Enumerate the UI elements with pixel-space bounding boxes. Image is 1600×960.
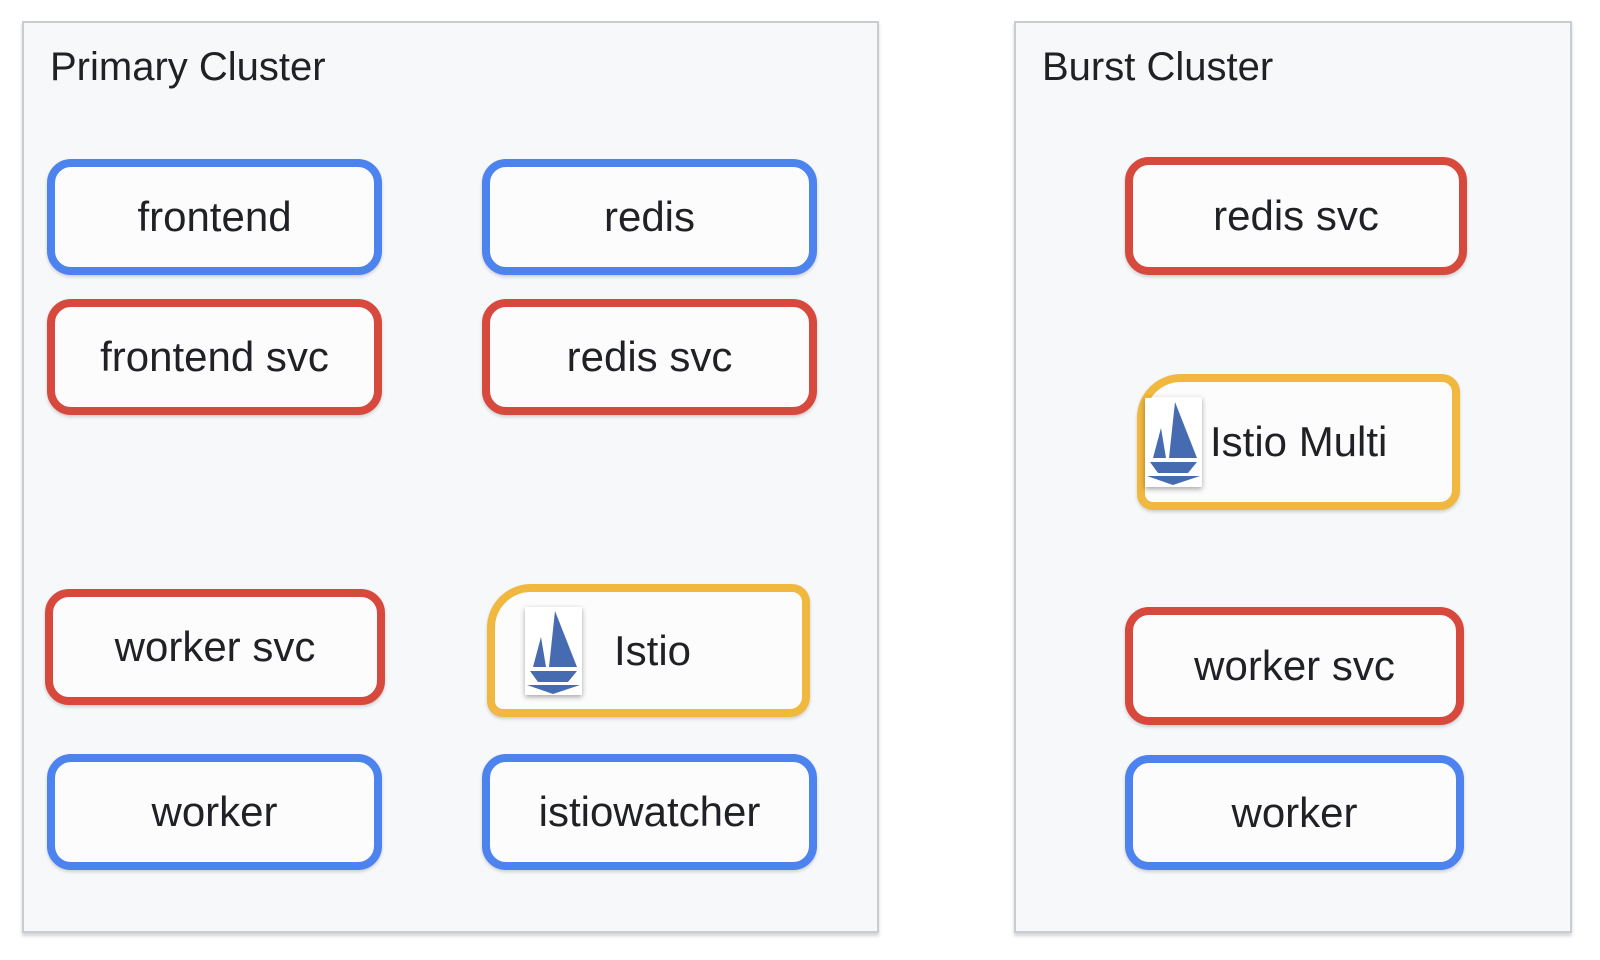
node-label: frontend: [137, 193, 292, 240]
node-istiowatcher: istiowatcher: [482, 754, 817, 870]
primary-cluster-title: Primary Cluster: [50, 45, 326, 89]
node-label: worker: [151, 788, 278, 835]
istio-sailboat-icon: [525, 606, 582, 695]
node-frontend: frontend: [47, 159, 382, 275]
node-redis: redis: [482, 159, 817, 275]
primary-cluster: Primary Cluster frontend redis frontend …: [22, 21, 879, 933]
node-label: redis svc: [566, 333, 733, 380]
node-redis-svc: redis svc: [482, 299, 817, 415]
node-label: istiowatcher: [538, 788, 761, 835]
node-frontend-svc: frontend svc: [47, 299, 382, 415]
node-redis-svc-burst: redis svc: [1125, 157, 1467, 275]
node-label: worker: [1231, 788, 1358, 836]
istio-sailboat-icon: [1145, 398, 1202, 486]
node-label: frontend svc: [100, 333, 329, 380]
node-label: Istio: [614, 626, 692, 674]
node-label: Istio Multi: [1210, 418, 1388, 465]
node-istio: Istio: [487, 584, 810, 717]
burst-cluster: Burst Cluster redis svc Istio Multi work…: [1014, 21, 1572, 933]
node-label: redis svc: [1213, 192, 1379, 239]
node-worker-svc-burst: worker svc: [1125, 607, 1464, 725]
node-istio-multi: Istio Multi: [1137, 374, 1460, 510]
node-label: worker svc: [114, 623, 316, 670]
node-label: worker svc: [1194, 642, 1395, 689]
node-label: redis: [603, 193, 696, 240]
node-worker-svc: worker svc: [45, 589, 385, 705]
node-worker-burst: worker: [1125, 755, 1464, 870]
burst-cluster-title: Burst Cluster: [1042, 45, 1274, 89]
node-worker: worker: [47, 754, 382, 870]
